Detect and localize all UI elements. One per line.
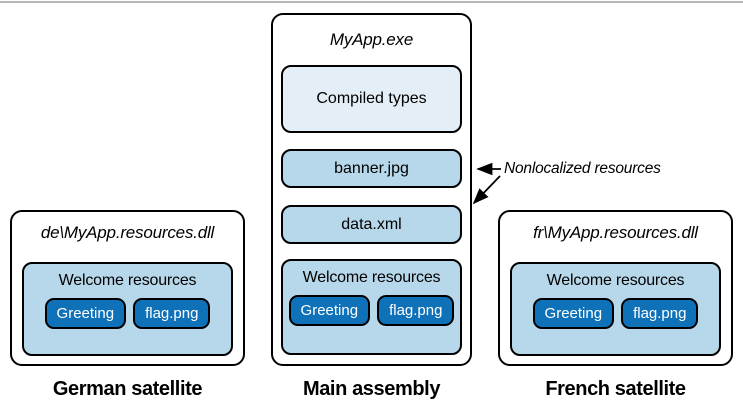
arrow-to-dataxml-icon — [472, 175, 501, 205]
main-welcome-resources-label: Welcome resources — [302, 269, 441, 286]
german-welcome-resources-box: Welcome resources Greeting flag.png — [22, 262, 233, 356]
main-welcome-resources-box: Welcome resources Greeting flag.png — [281, 259, 462, 355]
german-satellite-caption: German satellite — [52, 378, 203, 400]
german-resource-pill-row: Greeting flag.png — [44, 298, 211, 329]
french-flagpng-resource: flag.png — [621, 298, 699, 329]
main-flagpng-resource: flag.png — [377, 295, 455, 326]
main-greeting-resource: Greeting — [288, 295, 371, 326]
german-welcome-resources-label: Welcome resources — [58, 272, 197, 289]
french-satellite-box: fr\MyApp.resources.dll Welcome resources… — [498, 210, 733, 366]
german-satellite-title: de\MyApp.resources.dll — [40, 223, 215, 242]
french-resource-pill-row: Greeting flag.png — [532, 298, 699, 329]
french-satellite-title: fr\MyApp.resources.dll — [533, 223, 698, 242]
german-satellite-box: de\MyApp.resources.dll Welcome resources… — [10, 210, 245, 366]
compiled-types-box: Compiled types — [281, 65, 462, 133]
data-xml-box: data.xml — [281, 205, 462, 244]
french-welcome-resources-label: Welcome resources — [546, 272, 685, 289]
german-greeting-resource: Greeting — [44, 298, 127, 329]
main-assembly-title: MyApp.exe — [329, 30, 414, 49]
german-flagpng-resource: flag.png — [133, 298, 211, 329]
main-assembly-caption: Main assembly — [302, 378, 441, 400]
french-satellite-caption: French satellite — [545, 378, 686, 400]
top-divider — [0, 1, 743, 3]
banner-jpg-box: banner.jpg — [281, 149, 462, 188]
main-assembly-box: MyApp.exe Compiled types banner.jpg data… — [271, 13, 472, 366]
nonlocalized-resources-annotation: Nonlocalized resources — [504, 160, 661, 177]
main-resource-pill-row: Greeting flag.png — [288, 295, 455, 326]
french-greeting-resource: Greeting — [532, 298, 615, 329]
french-welcome-resources-box: Welcome resources Greeting flag.png — [510, 262, 721, 356]
